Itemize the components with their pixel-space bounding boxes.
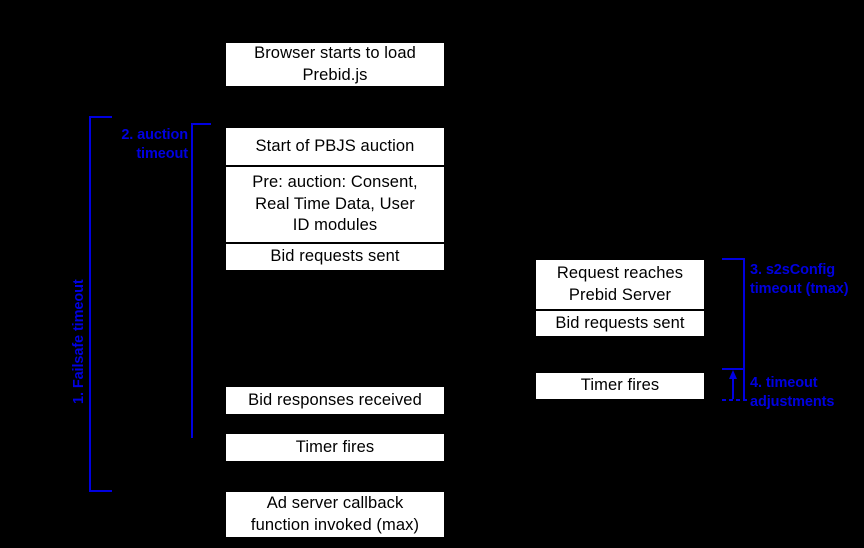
timeout-adjustments-arrow bbox=[722, 369, 748, 401]
annotation-auction-timeout: 2. auction timeout bbox=[121, 127, 188, 162]
box-request-reaches-server[interactable]: Request reaches Prebid Server bbox=[535, 259, 705, 310]
box-bid-requests-sent[interactable]: Bid requests sent bbox=[225, 243, 445, 271]
failsafe-timeout-bracket bbox=[89, 116, 112, 492]
box-timer-fires-server[interactable]: Timer fires bbox=[535, 372, 705, 400]
auction-timeout-bracket bbox=[191, 123, 211, 438]
box-ad-server-callback[interactable]: Ad server callback function invoked (max… bbox=[225, 491, 445, 538]
box-bid-requests-sent-server[interactable]: Bid requests sent bbox=[535, 310, 705, 337]
box-bid-responses-received[interactable]: Bid responses received bbox=[225, 386, 445, 415]
box-browser-load[interactable]: Browser starts to load Prebid.js bbox=[225, 42, 445, 87]
annotation-failsafe-timeout: 1. Failsafe timeout bbox=[71, 279, 87, 404]
box-timer-fires-client[interactable]: Timer fires bbox=[225, 433, 445, 462]
box-pre-auction[interactable]: Pre: auction: Consent, Real Time Data, U… bbox=[225, 166, 445, 243]
annotation-s2sconfig-timeout: 3. s2sConfig timeout (tmax) bbox=[750, 262, 849, 297]
box-auction-start[interactable]: Start of PBJS auction bbox=[225, 127, 445, 166]
annotation-timeout-adjustments: 4. timeout adjustments bbox=[750, 375, 835, 410]
s2sconfig-timeout-bracket bbox=[722, 258, 745, 370]
